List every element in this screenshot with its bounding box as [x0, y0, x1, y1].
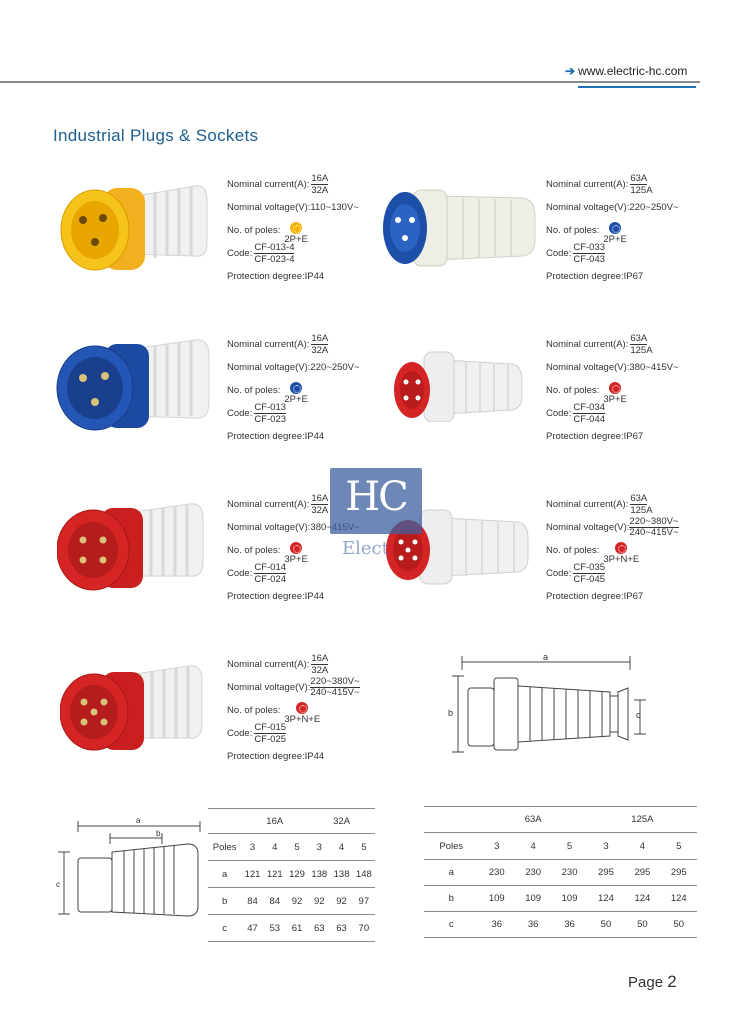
- pole-diagram-icon: [290, 541, 303, 554]
- table-row-label: Poles: [424, 832, 479, 860]
- protection-degree: Protection degree:IP67: [546, 271, 644, 282]
- dimension-label-b: b: [156, 829, 161, 838]
- pole-diagram-icon: [609, 381, 622, 394]
- table-row-label: Poles: [208, 833, 242, 861]
- nominal-voltage: Nominal voltage(V):220~250V~: [546, 202, 679, 213]
- protection-degree: Protection degree:IP44: [227, 431, 325, 442]
- dimension-label-c: c: [636, 710, 641, 720]
- dimension-drawing-small: [58, 821, 201, 917]
- plug-image-red-63a-5pin: [386, 509, 529, 585]
- website-underline: [578, 86, 696, 88]
- pole-diagram-icon: [290, 381, 303, 394]
- dimension-label-b: b: [448, 708, 454, 718]
- pole-diagram-icon: [615, 541, 628, 554]
- no-of-poles: No. of poles:2P+E: [227, 219, 387, 244]
- dimension-drawing-large: [452, 656, 646, 753]
- website-text: www.electric-hc.com: [578, 64, 688, 78]
- protection-degree: Protection degree:IP67: [546, 431, 644, 442]
- protection-degree: Protection degree:IP67: [546, 591, 644, 602]
- pole-diagram-icon: [296, 701, 309, 714]
- table-group-header: 125A: [587, 806, 697, 833]
- nominal-voltage: Nominal voltage(V):220~380V~240~415V~: [546, 516, 679, 538]
- website-link[interactable]: ➔www.electric-hc.com: [565, 64, 687, 78]
- no-of-poles: No. of poles:2P+E: [227, 379, 387, 404]
- table-group-header: 16A: [241, 808, 309, 834]
- plug-image-blue-63a: [383, 189, 536, 267]
- page-title: Industrial Plugs & Sockets: [53, 126, 259, 145]
- watermark-text: Elect: [342, 538, 389, 559]
- table-group-header: 32A: [308, 808, 375, 834]
- plug-image-yellow-16a: [60, 185, 208, 271]
- nominal-voltage: Nominal voltage(V):380~415V~: [546, 362, 679, 373]
- dimension-label-c: c: [56, 880, 60, 889]
- header-rule: [0, 81, 700, 83]
- dimension-label-a: a: [136, 816, 141, 825]
- table-group-header: 63A: [478, 806, 588, 833]
- nominal-voltage: Nominal voltage(V):110~130V~: [227, 202, 359, 213]
- plug-image-red-63a: [394, 351, 523, 422]
- nominal-voltage: Nominal voltage(V):220~380V~240~415V~: [227, 676, 360, 698]
- pole-diagram-icon: [290, 221, 303, 234]
- no-of-poles: No. of poles:3P+N+E: [227, 699, 397, 724]
- protection-degree: Protection degree:IP44: [227, 751, 325, 762]
- arrow-right-icon: ➔: [565, 64, 576, 78]
- no-of-poles: No. of poles:3P+E: [227, 539, 387, 564]
- watermark-logo: HC: [330, 468, 422, 534]
- protection-degree: Protection degree:IP44: [227, 591, 325, 602]
- plug-image-red-16a-5pin: [60, 665, 203, 751]
- no-of-poles: No. of poles:3P+E: [546, 379, 706, 404]
- protection-degree: Protection degree:IP44: [227, 271, 325, 282]
- no-of-poles: No. of poles:2P+E: [546, 219, 706, 244]
- plug-image-red-16a-4pin: [57, 503, 204, 591]
- pole-diagram-icon: [609, 221, 622, 234]
- page-number: Page 2: [628, 972, 677, 991]
- nominal-voltage: Nominal voltage(V):220~250V~: [227, 362, 360, 373]
- plug-image-blue-16a: [56, 339, 210, 431]
- no-of-poles: No. of poles:3P+N+E: [546, 539, 716, 564]
- dimension-label-a: a: [543, 652, 549, 662]
